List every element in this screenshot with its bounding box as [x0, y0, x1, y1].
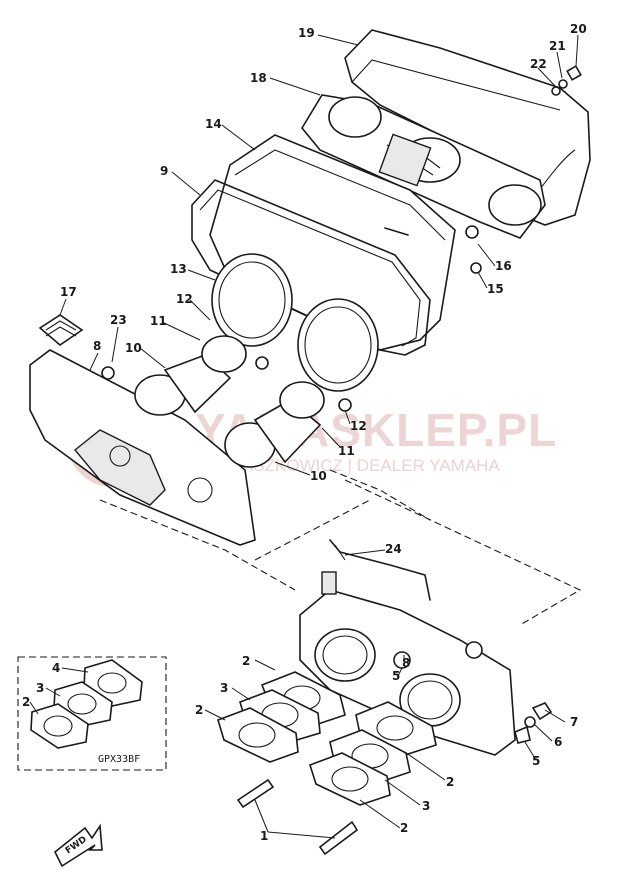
callout-11-bottom: 11 — [338, 444, 355, 458]
callout-14: 14 — [205, 117, 222, 131]
carburetor-assembly — [299, 571, 516, 756]
part-5-6-7-nuts — [514, 702, 553, 744]
callout-5-carb: 5 — [392, 669, 400, 683]
callout-leaders — [59, 34, 579, 839]
callout-21: 21 — [549, 39, 566, 53]
callout-11-top: 11 — [150, 314, 167, 328]
callout-13: 13 — [170, 262, 187, 276]
forward-arrow: FWD — [53, 823, 103, 868]
callout-8-top: 8 — [93, 339, 101, 353]
callout-7: 7 — [570, 715, 578, 729]
callout-4-inset: 4 — [52, 661, 60, 675]
callout-12-top: 12 — [176, 292, 193, 306]
part-15-16-bolts — [465, 225, 482, 274]
callout-19: 19 — [298, 26, 315, 40]
callout-9: 9 — [160, 164, 168, 178]
callout-10-top: 10 — [125, 341, 142, 355]
part-2-3-manifolds — [217, 671, 437, 806]
callout-17: 17 — [60, 285, 77, 299]
callout-3-inset: 3 — [36, 681, 44, 695]
callout-3-b: 3 — [422, 799, 430, 813]
part-13-funnels — [211, 253, 379, 392]
callout-labels: 19 18 14 9 13 12 11 10 17 23 8 12 11 10 … — [22, 22, 587, 843]
callout-1: 1 — [260, 829, 268, 843]
inset-box: GPX33BF — [17, 656, 167, 771]
part-18-element — [301, 94, 546, 239]
callout-22: 22 — [530, 57, 547, 71]
callout-15: 15 — [487, 282, 504, 296]
watermark-subtitle: WOJTASZKOWICZ | DEALER YAMAHA — [195, 456, 500, 475]
callout-2-c: 2 — [446, 775, 454, 789]
callout-8-carb: 8 — [402, 656, 410, 670]
callout-2-a: 2 — [242, 654, 250, 668]
part-1-studs — [236, 778, 359, 856]
part-9-gasket — [191, 179, 431, 356]
part-8-bracket-plate — [29, 349, 256, 546]
callout-16: 16 — [495, 259, 512, 273]
callout-18: 18 — [250, 71, 267, 85]
part-24-cables — [329, 539, 431, 601]
part-10-11-12-joint-left — [134, 335, 269, 416]
part-10-11-12-joint-right — [224, 381, 352, 468]
part-17-clip — [38, 314, 84, 347]
part-20-22-screw — [551, 65, 582, 96]
callout-3-a: 3 — [220, 681, 228, 695]
assembly-dashed-lines — [99, 469, 582, 626]
inset-leaders — [29, 667, 89, 715]
callout-12-bottom: 12 — [350, 419, 367, 433]
callout-5-right: 5 — [532, 754, 540, 768]
callout-6: 6 — [554, 735, 562, 749]
callout-10-bottom: 10 — [310, 469, 327, 483]
callout-20: 20 — [570, 22, 587, 36]
callout-2-b: 2 — [195, 703, 203, 717]
callout-24: 24 — [385, 542, 402, 556]
inset-code-label: GPX33BF — [98, 754, 140, 765]
callout-23: 23 — [110, 313, 127, 327]
callout-2-d: 2 — [400, 821, 408, 835]
callout-2-inset: 2 — [22, 695, 30, 709]
